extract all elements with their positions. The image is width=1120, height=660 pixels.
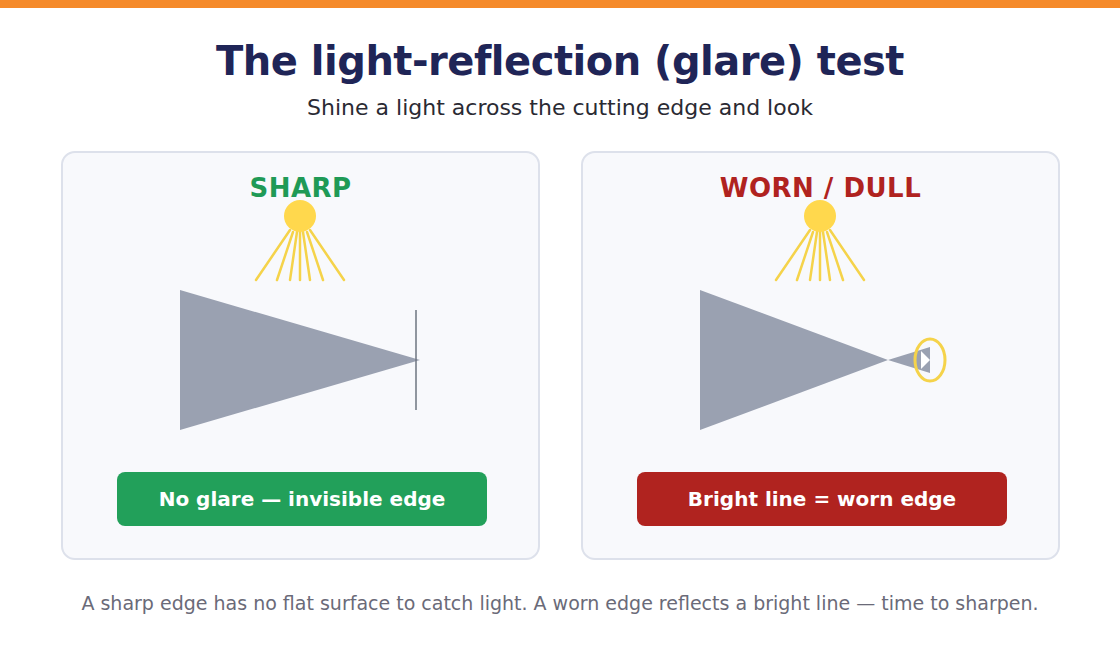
result-text: No glare — invisible edge — [159, 487, 446, 511]
panel-heading: SHARP — [63, 173, 538, 203]
top-bar — [0, 0, 1120, 8]
sharp-edge-figure — [180, 200, 420, 430]
worn-edge-figure — [700, 200, 945, 430]
result-pill: Bright line = worn edge — [637, 472, 1007, 526]
page-title: The light-reflection (glare) test — [0, 38, 1120, 84]
subtitle: Shine a light across the cutting edge an… — [0, 95, 1120, 120]
result-text: Bright line = worn edge — [688, 487, 956, 511]
panel-heading: WORN / DULL — [583, 173, 1058, 203]
caption: A sharp edge has no flat surface to catc… — [10, 592, 1110, 614]
result-pill: No glare — invisible edge — [117, 472, 487, 526]
